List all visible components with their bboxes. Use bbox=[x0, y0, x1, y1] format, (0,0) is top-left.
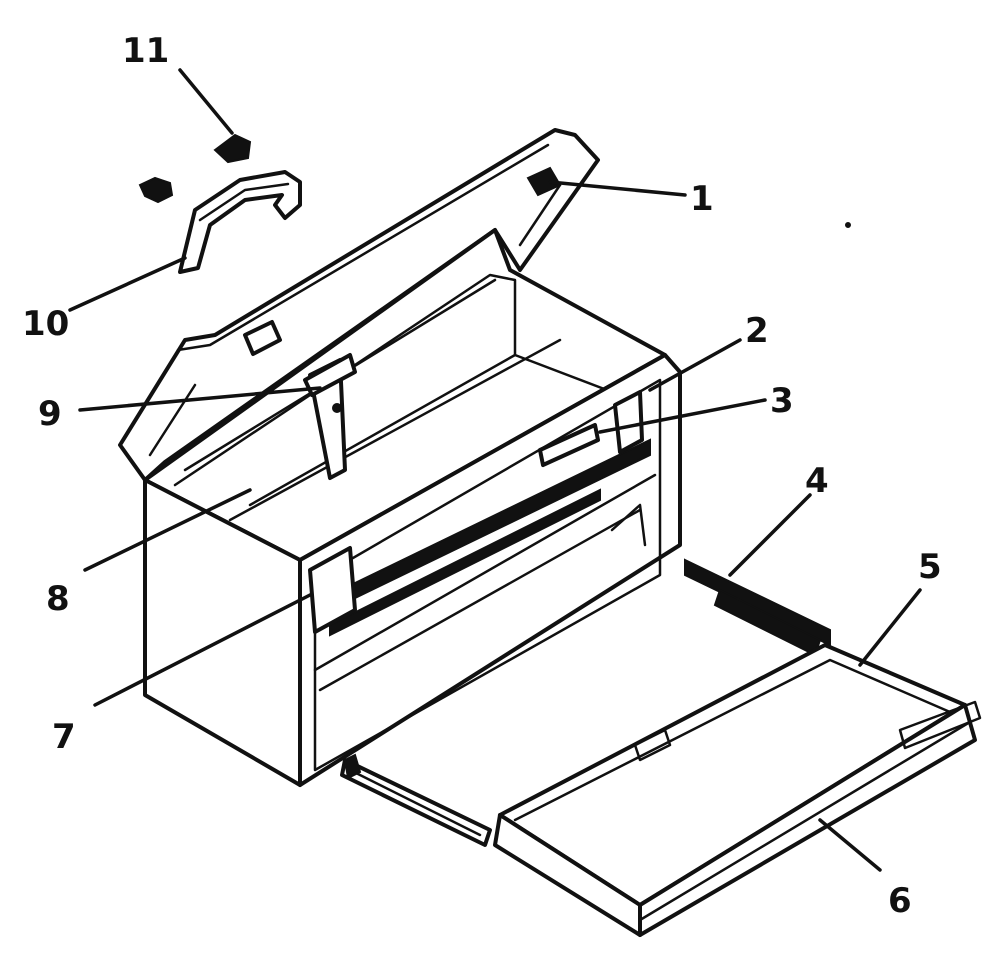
carry-handle bbox=[178, 170, 302, 274]
callout-label-10: 10 bbox=[22, 304, 69, 344]
callout-label-4: 4 bbox=[805, 461, 829, 501]
handle-fasteners bbox=[138, 133, 252, 204]
lid-bumper bbox=[243, 166, 562, 356]
callout-label-11: 11 bbox=[122, 31, 169, 71]
callout-label-9: 9 bbox=[38, 394, 62, 434]
latch-catch bbox=[538, 390, 644, 467]
callout-label-8: 8 bbox=[46, 579, 70, 619]
drawer-slides bbox=[340, 700, 982, 847]
callout-label-1: 1 bbox=[690, 179, 714, 219]
toolbox-body bbox=[143, 228, 682, 787]
callout-label-5: 5 bbox=[918, 547, 942, 587]
callout-label-6: 6 bbox=[888, 881, 912, 921]
callout-label-3: 3 bbox=[770, 381, 794, 421]
side-hinge bbox=[308, 546, 357, 634]
hatching bbox=[319, 438, 831, 657]
callout-label-7: 7 bbox=[52, 717, 76, 757]
toolbox-drawer bbox=[493, 643, 977, 937]
stray-dot bbox=[845, 222, 851, 228]
callout-labels: 11 1 10 2 9 3 4 5 8 7 6 bbox=[22, 31, 942, 921]
leader-lines bbox=[68, 68, 922, 872]
callout-label-2: 2 bbox=[745, 311, 769, 351]
